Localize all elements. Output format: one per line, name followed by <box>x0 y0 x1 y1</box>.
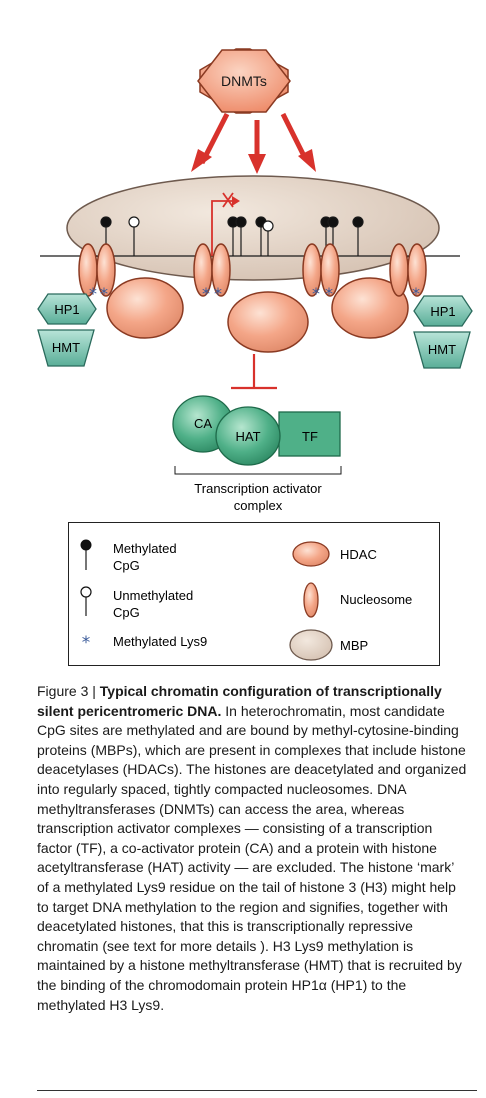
hp1-label: HP1 <box>54 302 79 317</box>
legend-methylated-line1: Methylated <box>113 541 177 556</box>
cpg-sites <box>100 216 364 256</box>
legend-methylated-line2: CpG <box>113 558 140 573</box>
caption-title: Typical chromatin configuration of trans… <box>37 683 442 719</box>
mbp-ellipse <box>66 175 440 281</box>
hdac-group <box>106 277 409 353</box>
nucleosome <box>96 243 116 297</box>
caption-figure-number: Figure 3 | <box>37 683 100 699</box>
tf-box <box>278 411 341 457</box>
figure-caption: Figure 3 | Typical chromatin configurati… <box>37 682 467 1015</box>
nucleosome <box>407 243 427 297</box>
blocked-transcription-start <box>211 192 240 256</box>
methylated-cpg <box>100 216 112 228</box>
unmethylated-cpg <box>262 220 274 232</box>
unmethylated-cpg <box>128 216 140 228</box>
legend-mbp-label: MBP <box>340 638 368 653</box>
legend-unmethylated-line1: Unmethylated <box>113 588 193 603</box>
hmt-label: HMT <box>428 342 456 357</box>
hp1-hmt-left: HP1 HMT <box>37 293 97 367</box>
hp1-label: HP1 <box>430 304 455 319</box>
tf-label: TF <box>302 429 318 444</box>
methylated-cpg <box>235 216 247 228</box>
lys9-star: * <box>312 284 320 303</box>
hdac <box>331 277 409 339</box>
hdac <box>227 291 309 353</box>
hmt-trapezoid-left <box>37 329 95 367</box>
nucleosome <box>389 243 409 297</box>
hp1-hexagon-left <box>37 293 97 325</box>
dnmts-label: DNMTs <box>221 73 267 89</box>
legend-lys9-icon: * <box>82 633 91 653</box>
hat-label: HAT <box>235 429 260 444</box>
legend-nucleosome-label: Nucleosome <box>340 592 412 607</box>
lys9-star: * <box>412 284 420 303</box>
hmt-label: HMT <box>52 340 80 355</box>
lys9-star: * <box>202 284 210 303</box>
methylated-cpg <box>352 216 364 228</box>
dnmts-complex: DNMTs <box>197 48 291 114</box>
hdac <box>106 277 184 339</box>
legend: Methylated CpG Unmethylated CpG * Methyl… <box>80 539 412 661</box>
nucleosomes <box>78 243 427 297</box>
inhibition-symbol <box>231 354 277 390</box>
hmt-trapezoid-right <box>413 331 471 369</box>
nucleosome <box>211 243 231 297</box>
methylated-cpg <box>327 216 339 228</box>
dnmts-arrows <box>191 112 316 174</box>
lys9-star: * <box>100 284 108 303</box>
nucleosome <box>320 243 340 297</box>
legend-methylated-cpg-icon <box>80 539 92 551</box>
legend-box <box>68 522 440 666</box>
ca-label: CA <box>194 416 212 431</box>
hp1-hmt-right: HP1 HMT <box>413 295 473 369</box>
legend-lys9-label: Methylated Lys9 <box>113 634 207 649</box>
legend-hdac-label: HDAC <box>340 547 377 562</box>
legend-nucleosome-icon <box>303 582 319 618</box>
legend-unmethylated-line2: CpG <box>113 605 140 620</box>
hp1-hexagon-right <box>413 295 473 327</box>
complex-label-line2: complex <box>234 498 283 513</box>
hat-ellipse <box>215 406 281 466</box>
transcription-activator-complex: TF CA HAT Transcription activator comple… <box>172 395 342 513</box>
lys9-star: * <box>214 284 222 303</box>
lys9-marks: * * * * * * * <box>89 284 420 303</box>
caption-rule <box>37 1090 477 1091</box>
lys9-star: * <box>89 284 97 303</box>
arrow-right <box>280 112 309 162</box>
chromatin-diagram: DNMTs <box>37 48 473 661</box>
caption-body: In heterochromatin, most candidate CpG s… <box>37 702 467 1013</box>
complex-bracket <box>174 466 342 475</box>
legend-unmethylated-cpg-icon <box>80 586 92 598</box>
lys9-star: * <box>325 284 333 303</box>
legend-hdac-icon <box>292 541 330 567</box>
complex-label-line1: Transcription activator <box>194 481 322 496</box>
legend-mbp-icon <box>289 629 333 661</box>
